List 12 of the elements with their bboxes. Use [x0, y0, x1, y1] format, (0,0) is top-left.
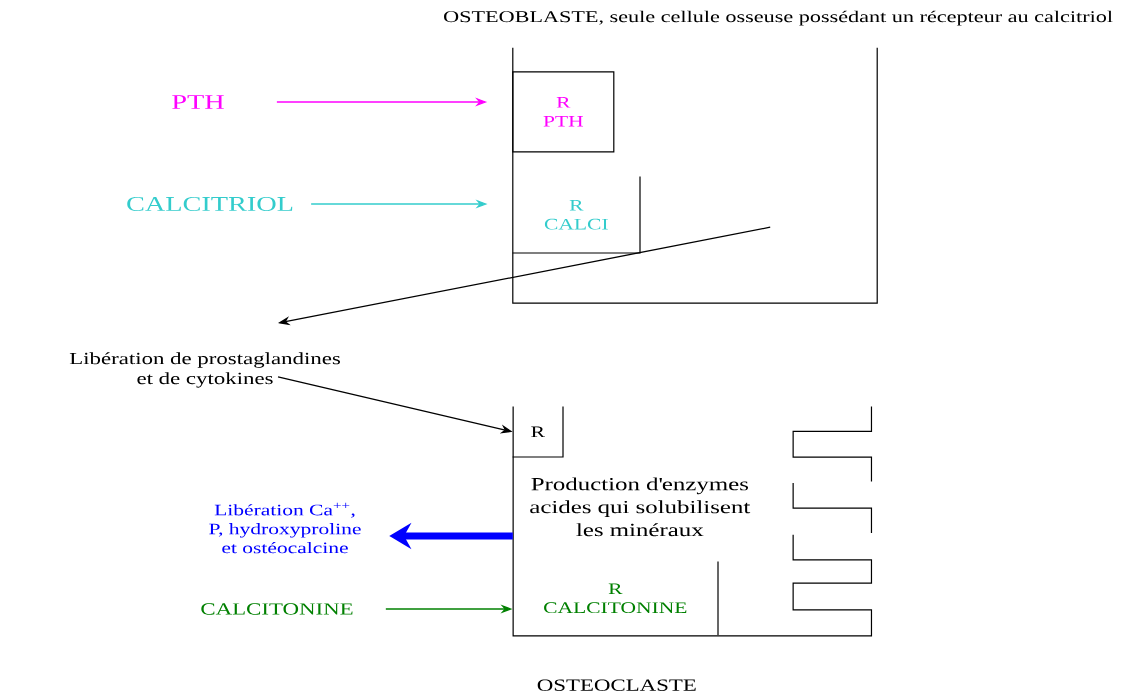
receptor-box: R CALCITONINE — [544, 561, 719, 636]
receptor-box: R CALCI — [512, 176, 641, 254]
cell-heading: OSTEOBLASTE, seule cellule osseuse possédant un récepteur au calcitriol — [444, 10, 1113, 26]
label-text: Libération Ca$^{++}$, P, hydroxyproline et ostéocalcine — [209, 502, 361, 554]
label-text: CALCITONINE — [201, 603, 353, 615]
label-text: PTH — [172, 95, 224, 109]
receptor-box: R — [512, 406, 564, 458]
label-text: Libération de prostaglandines et de cytokines — [69, 352, 340, 388]
receptor-box: R PTH — [512, 71, 615, 153]
cell-heading: OSTEOCLASTE — [537, 679, 696, 691]
body-text: Production d'enzymes acides qui solubilisent les minéraux — [530, 477, 751, 537]
label-text: CALCITRIOL — [127, 196, 293, 211]
